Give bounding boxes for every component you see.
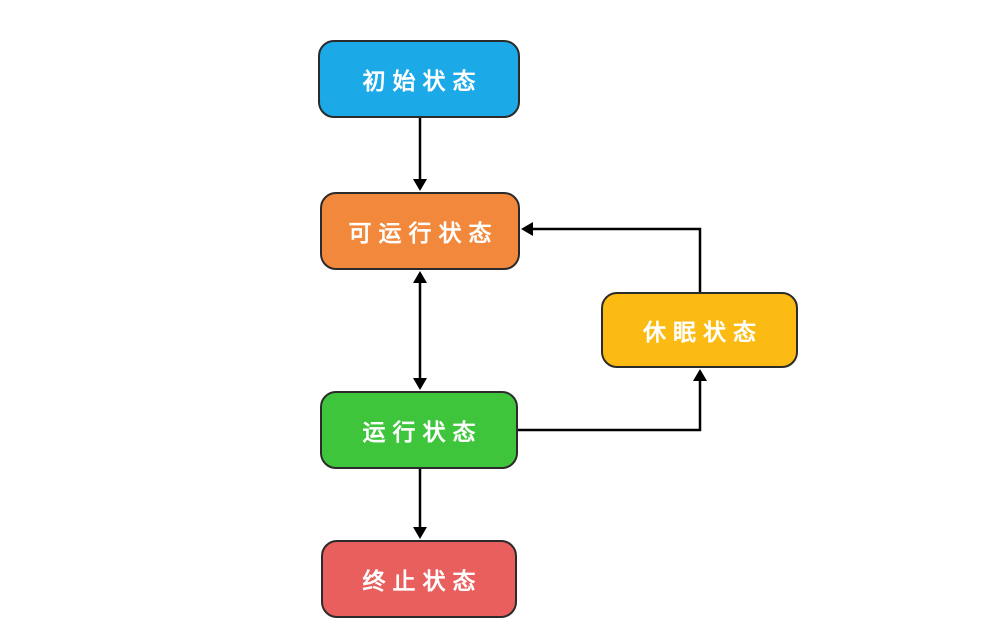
node-label: 初始状态 xyxy=(362,68,483,94)
node-label: 终止状态 xyxy=(362,568,483,594)
node-initial-state: 初始状态 xyxy=(318,40,520,118)
edge-line xyxy=(533,227,702,292)
arrowhead-left-icon xyxy=(521,222,533,236)
node-running-state: 运行状态 xyxy=(320,391,518,469)
node-label: 运行状态 xyxy=(362,419,483,445)
edge-sleeping-to-runnable xyxy=(521,222,702,292)
edge-line xyxy=(518,380,702,432)
node-label: 休眠状态 xyxy=(643,319,763,345)
edge-runnable-running-bidirectional xyxy=(413,271,427,390)
arrowhead-up-icon xyxy=(413,271,427,283)
edge-initial-to-runnable xyxy=(413,118,427,191)
edge-running-to-terminated xyxy=(413,469,427,539)
node-terminated-state: 终止状态 xyxy=(321,540,517,618)
arrowhead-up-icon xyxy=(693,369,707,381)
arrowhead-down-icon xyxy=(413,527,427,539)
node-label: 可运行状态 xyxy=(348,220,499,246)
edge-running-to-sleeping xyxy=(518,369,707,432)
node-runnable-state: 可运行状态 xyxy=(320,192,520,270)
arrowhead-down-icon xyxy=(413,179,427,191)
arrowhead-down-icon xyxy=(413,378,427,390)
node-sleeping-state: 休眠状态 xyxy=(601,292,798,368)
